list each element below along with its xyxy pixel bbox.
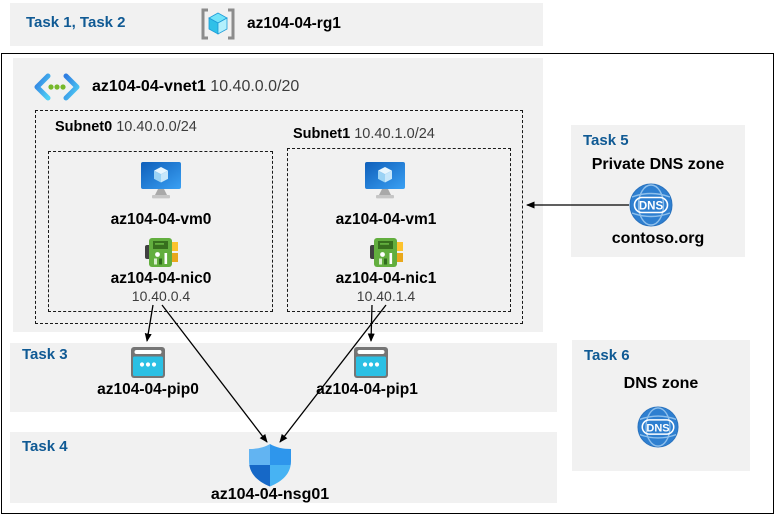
dns-icon: DNS <box>629 183 673 227</box>
resource-group-icon <box>201 8 235 40</box>
public-ip-icon <box>354 347 388 378</box>
subnet1-title: Subnet1 10.40.1.0/24 <box>293 126 435 142</box>
dns-icon-text: DNS <box>646 422 669 434</box>
task1-2-label: Task 1, Task 2 <box>26 14 126 31</box>
subnet1-name: Subnet1 <box>293 126 351 142</box>
dns-icon-text: DNS <box>639 201 664 213</box>
nic1-name: az104-04-nic1 <box>335 270 437 287</box>
subnet0-title: Subnet0 10.40.0.0/24 <box>55 119 197 135</box>
diagram-frame <box>1 53 774 514</box>
virtual-machine-icon <box>141 162 181 199</box>
vnet-title: az104-04-vnet1 10.40.0.0/20 <box>92 78 299 96</box>
resource-group-name: az104-04-rg1 <box>247 15 341 32</box>
pip1-name: az104-04-pip1 <box>316 381 418 398</box>
subnet0-name: Subnet0 <box>55 119 113 135</box>
vnet-panel <box>13 58 543 332</box>
task6-title: DNS zone <box>623 375 699 392</box>
virtual-network-icon <box>34 73 80 101</box>
task5-title: Private DNS zone <box>591 156 725 173</box>
subnet1-box <box>287 148 511 312</box>
subnets-container <box>35 110 523 324</box>
network-interface-icon <box>370 238 403 267</box>
subnet0-box <box>48 151 273 312</box>
vnet-name: az104-04-vnet1 <box>92 78 206 95</box>
nic0-ip: 10.40.0.4 <box>131 288 191 304</box>
network-security-group-icon <box>249 444 291 487</box>
vm0-name: az104-04-vm0 <box>110 211 212 228</box>
task5-zone-name: contoso.org <box>611 230 705 247</box>
task4-label: Task 4 <box>22 438 68 455</box>
task6-label: Task 6 <box>584 347 630 364</box>
task6-box <box>572 340 750 471</box>
vnet-cidr: 10.40.0.0/20 <box>210 78 300 95</box>
task5-label: Task 5 <box>583 132 629 149</box>
nsg-name: az104-04-nsg01 <box>210 486 330 503</box>
subnet1-cidr: 10.40.1.0/24 <box>354 126 435 142</box>
dns-icon: DNS <box>637 406 679 448</box>
task1-2-band <box>10 3 543 46</box>
task3-label: Task 3 <box>22 346 68 363</box>
virtual-machine-icon <box>365 162 405 199</box>
pip0-name: az104-04-pip0 <box>97 381 199 398</box>
vm1-name: az104-04-vm1 <box>335 211 437 228</box>
public-ip-icon <box>131 347 165 378</box>
network-interface-icon <box>145 238 178 267</box>
nic1-ip: 10.40.1.4 <box>356 288 416 304</box>
subnet0-cidr: 10.40.0.0/24 <box>116 119 197 135</box>
nic0-name: az104-04-nic0 <box>110 270 212 287</box>
task3-band <box>10 343 557 412</box>
